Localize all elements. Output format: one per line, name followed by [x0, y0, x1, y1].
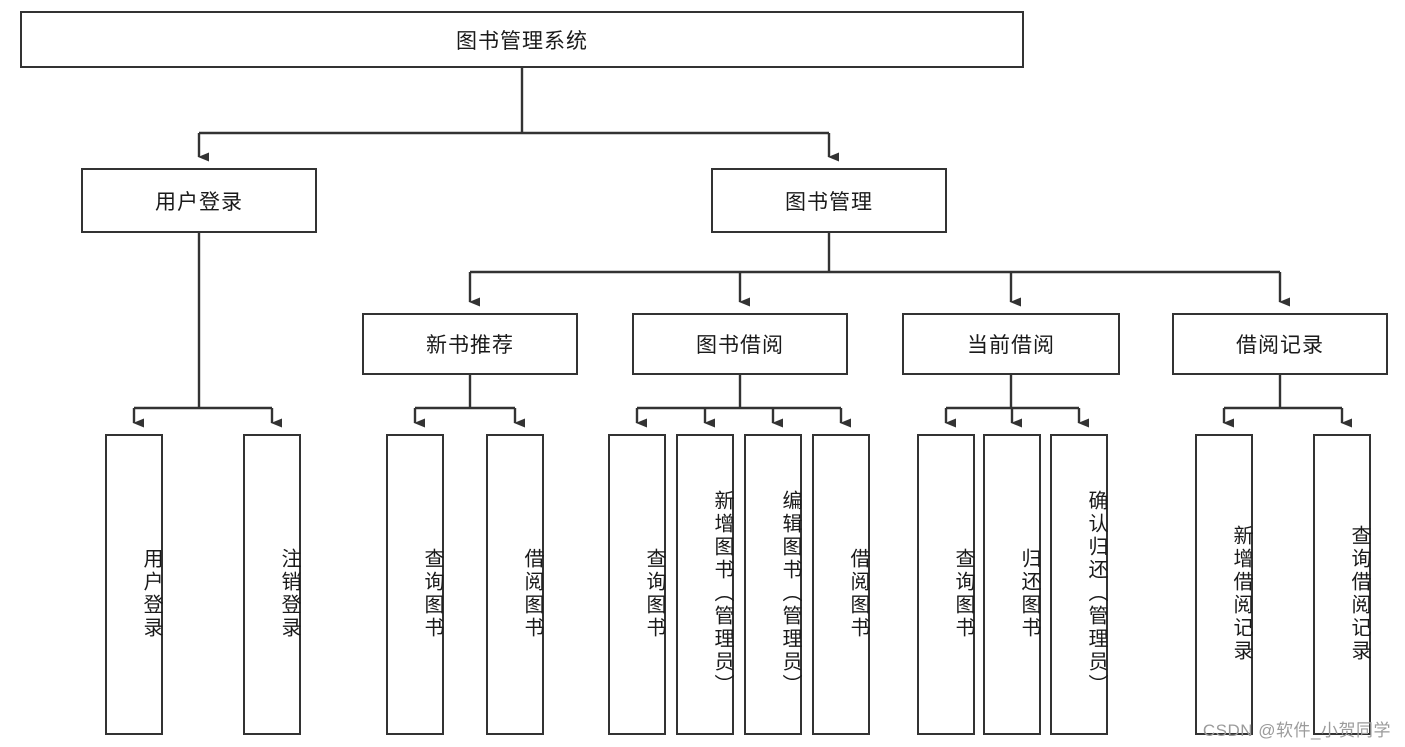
node-book-management[interactable]: 图书管理 [711, 168, 947, 233]
leaf-add-borrow-record[interactable]: 新增借阅记录 [1195, 434, 1253, 735]
leaf-query-book-current[interactable]: 查询图书 [917, 434, 975, 735]
node-user-login[interactable]: 用户登录 [81, 168, 317, 233]
leaf-add-borrow-record-label: 新增借阅记录 [1230, 524, 1252, 663]
leaf-edit-book-admin-label: 编辑图书（管理员） [779, 490, 801, 697]
node-borrow-record-label: 借阅记录 [1236, 334, 1324, 357]
leaf-edit-book-admin[interactable]: 编辑图书（管理员） [744, 434, 802, 735]
leaf-query-book-current-label: 查询图书 [952, 547, 974, 640]
node-new-book-recommend[interactable]: 新书推荐 [362, 313, 578, 375]
node-book-management-label: 图书管理 [785, 190, 873, 214]
leaf-query-book-recommend[interactable]: 查询图书 [386, 434, 444, 735]
leaf-add-book-admin-label: 新增图书（管理员） [711, 490, 733, 697]
leaf-borrow-book-recommend-label: 借阅图书 [521, 547, 543, 640]
leaf-query-book[interactable]: 查询图书 [608, 434, 666, 735]
leaf-user-login[interactable]: 用户登录 [105, 434, 163, 735]
leaf-return-book-label: 归还图书 [1018, 547, 1040, 640]
leaf-user-logout-label: 注销登录 [278, 547, 300, 640]
leaf-confirm-return-admin-label: 确认归还（管理员） [1085, 490, 1107, 697]
leaf-query-borrow-record[interactable]: 查询借阅记录 [1313, 434, 1371, 735]
leaf-query-book-label: 查询图书 [643, 547, 665, 640]
leaf-borrow-book[interactable]: 借阅图书 [812, 434, 870, 735]
leaf-query-borrow-record-label: 查询借阅记录 [1348, 524, 1370, 663]
leaf-borrow-book-recommend[interactable]: 借阅图书 [486, 434, 544, 735]
node-root[interactable]: 图书管理系统 [20, 11, 1024, 68]
node-current-borrow-label: 当前借阅 [967, 334, 1055, 357]
node-current-borrow[interactable]: 当前借阅 [902, 313, 1120, 375]
node-root-label: 图书管理系统 [456, 29, 588, 53]
leaf-confirm-return-admin[interactable]: 确认归还（管理员） [1050, 434, 1108, 735]
leaf-user-logout[interactable]: 注销登录 [243, 434, 301, 735]
node-new-book-recommend-label: 新书推荐 [426, 334, 514, 357]
node-book-borrow[interactable]: 图书借阅 [632, 313, 848, 375]
node-user-login-label: 用户登录 [155, 190, 243, 214]
leaf-add-book-admin[interactable]: 新增图书（管理员） [676, 434, 734, 735]
node-borrow-record[interactable]: 借阅记录 [1172, 313, 1388, 375]
node-book-borrow-label: 图书借阅 [696, 334, 784, 357]
leaf-return-book[interactable]: 归还图书 [983, 434, 1041, 735]
leaf-user-login-label: 用户登录 [140, 547, 162, 640]
leaf-borrow-book-label: 借阅图书 [847, 547, 869, 640]
leaf-query-book-recommend-label: 查询图书 [421, 547, 443, 640]
